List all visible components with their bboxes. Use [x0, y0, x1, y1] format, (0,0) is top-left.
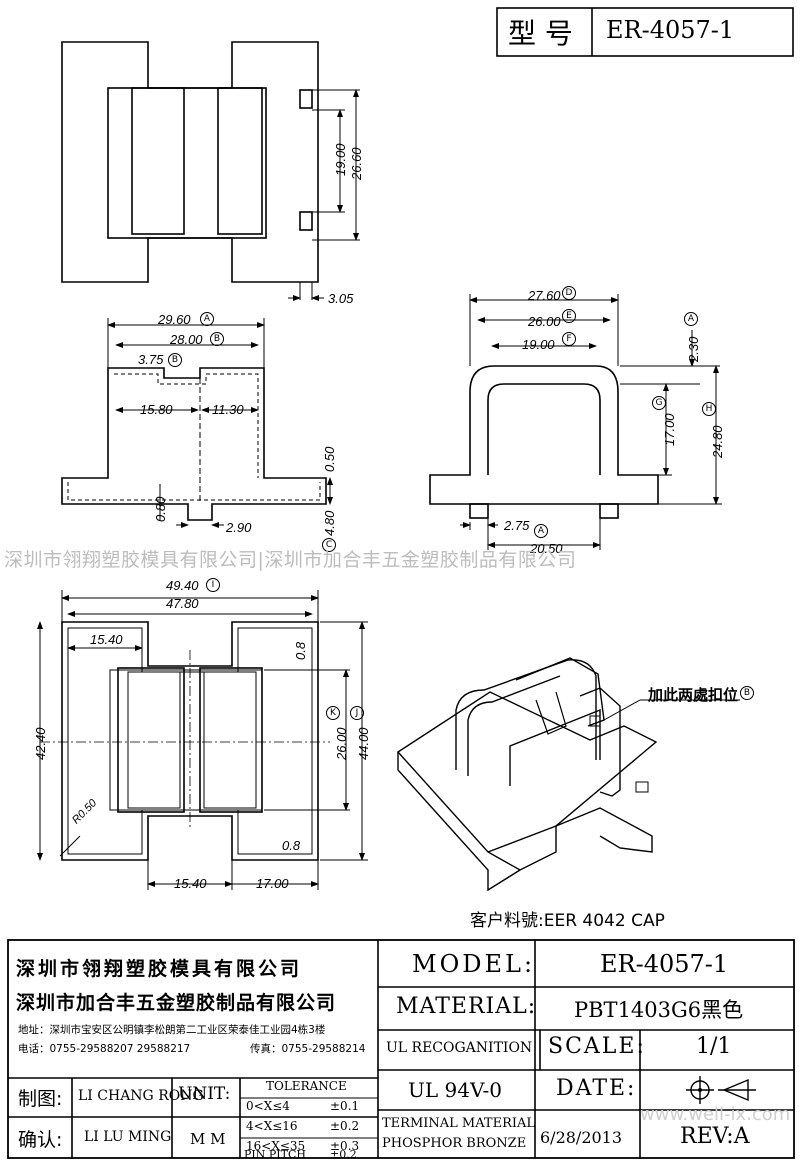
dim-front-480: 4.80: [322, 510, 337, 536]
marker-k: K: [326, 706, 340, 720]
marker-a: A: [200, 312, 214, 326]
dim-front-a: 29.60: [158, 312, 191, 327]
dim-side-230: 2.30: [686, 336, 701, 362]
dim-side-h: 24.80: [710, 425, 725, 458]
dim-bottom-i: 49.40: [166, 578, 199, 593]
type-label: 型 号: [508, 17, 573, 50]
marker-g: G: [652, 396, 666, 410]
dim-side-d: 27.60: [528, 288, 561, 303]
watermark: 深圳市翎翔塑胶模具有限公司|深圳市加合丰五金塑胶制品有限公司: [4, 549, 577, 571]
rev-label: REV:A: [680, 1124, 750, 1149]
dim-front-290: 2.90: [226, 520, 252, 535]
dim-front-080: 0.80: [153, 496, 168, 522]
confirm-label: 确认:: [18, 1129, 63, 1151]
site-watermark: www.well-ix.com: [640, 1104, 791, 1125]
dim-front-1580: 15.80: [140, 402, 173, 417]
model-value: ER-4057-1: [600, 950, 729, 978]
tol-value-4: ±0.2: [330, 1148, 357, 1161]
clip-note: 加此两處扣位: [648, 686, 739, 704]
marker-j: J: [350, 706, 364, 720]
company-2: 深圳市加合丰五金塑胶制品有限公司: [16, 992, 337, 1014]
drawn-label: 制图:: [18, 1088, 63, 1110]
dim-side-g: 17.00: [662, 413, 677, 446]
tol-range-1: 0<X≤4: [246, 1099, 290, 1113]
dim-top-305: 3.05: [328, 291, 354, 306]
marker-b-iso: B: [740, 686, 754, 700]
customer-part: 客户料號:EER 4042 CAP: [470, 911, 665, 931]
tol-value-2: ±0.2: [330, 1119, 360, 1133]
dim-side-e: 26.00: [528, 314, 561, 329]
dim-top-2660: 26.60: [349, 147, 364, 180]
marker-b: B: [210, 332, 224, 346]
company-fax: 传真：0755-29588214: [250, 1043, 366, 1055]
dim-front-375: 3.75: [138, 352, 164, 367]
material-value: PBT1403G6黑色: [574, 998, 744, 1022]
company-phone: 电话：0755-29588207 29588217: [18, 1043, 191, 1055]
marker-f: F: [562, 332, 576, 346]
tol-range-4: PIN PITCH: [244, 1148, 306, 1161]
tolerance-title: TOLERANCE: [266, 1079, 347, 1093]
material-label: MATERIAL:: [396, 994, 537, 1019]
header-model-code: ER-4057-1: [606, 16, 735, 44]
tol-range-2: 4<X≤16: [246, 1119, 298, 1133]
drawn-name: LI CHANG RONG: [78, 1088, 204, 1104]
dim-bottom-1540a: 15.40: [90, 632, 123, 647]
confirm-name: LI LU MING: [84, 1129, 172, 1145]
dim-side-2050: 20.50: [530, 541, 563, 556]
dim-bottom-1540b: 15.40: [174, 876, 207, 891]
unit-value: M M: [190, 1130, 226, 1148]
terminal-line-1: TERMINAL MATERIAL: [382, 1116, 536, 1131]
ul-label: UL RECOGANITION: [386, 1040, 533, 1056]
marker-h: H: [702, 402, 716, 416]
scale-label: SCALE:: [548, 1034, 646, 1059]
dim-side-275: 2.75: [504, 518, 530, 533]
marker-e: E: [562, 309, 576, 323]
terminal-line-2: PHOSPHOR BRONZE: [382, 1136, 527, 1151]
dim-bottom-4240: 42.40: [33, 727, 48, 760]
marker-d: D: [562, 286, 576, 300]
company-address: 地址：深圳市宝安区公明镇李松朗第二工业区荣泰佳工业园4栋3楼: [18, 1024, 326, 1036]
marker-a-side: A: [684, 312, 698, 326]
scale-value: 1/1: [696, 1034, 732, 1059]
tol-range-3: 16<X≤35: [246, 1139, 306, 1153]
dim-front-1130: 11.30: [212, 402, 244, 417]
date-value: 6/28/2013: [540, 1128, 623, 1147]
marker-b2: B: [168, 353, 182, 367]
model-label: MODEL:: [412, 950, 536, 978]
marker-c: C: [322, 538, 336, 552]
unit-label: UNIT:: [178, 1084, 231, 1104]
dim-bottom-k: 26.00: [334, 727, 349, 760]
dim-bottom-j: 44.00: [356, 727, 371, 760]
dim-bottom-08a: 0.8: [293, 641, 308, 660]
dim-side-f: 19.00: [522, 337, 555, 352]
dim-front-b: 28.00: [170, 332, 203, 347]
marker-a-side2: A: [534, 524, 548, 538]
dim-bottom-1700: 17.00: [256, 876, 289, 891]
company-1: 深圳市翎翔塑胶模具有限公司: [16, 958, 303, 980]
tol-value-1: ±0.1: [330, 1099, 360, 1113]
dim-front-050: 0.50: [322, 446, 337, 472]
date-label: DATE:: [556, 1076, 637, 1101]
dim-top-19: 19.00: [333, 143, 348, 176]
tol-value-3: ±0.3: [330, 1139, 360, 1153]
dim-bottom-478: 47.80: [166, 596, 199, 611]
marker-i: I: [206, 578, 220, 592]
dim-bottom-08b: 0.8: [282, 838, 301, 853]
ul-value: UL 94V-0: [408, 1078, 503, 1102]
